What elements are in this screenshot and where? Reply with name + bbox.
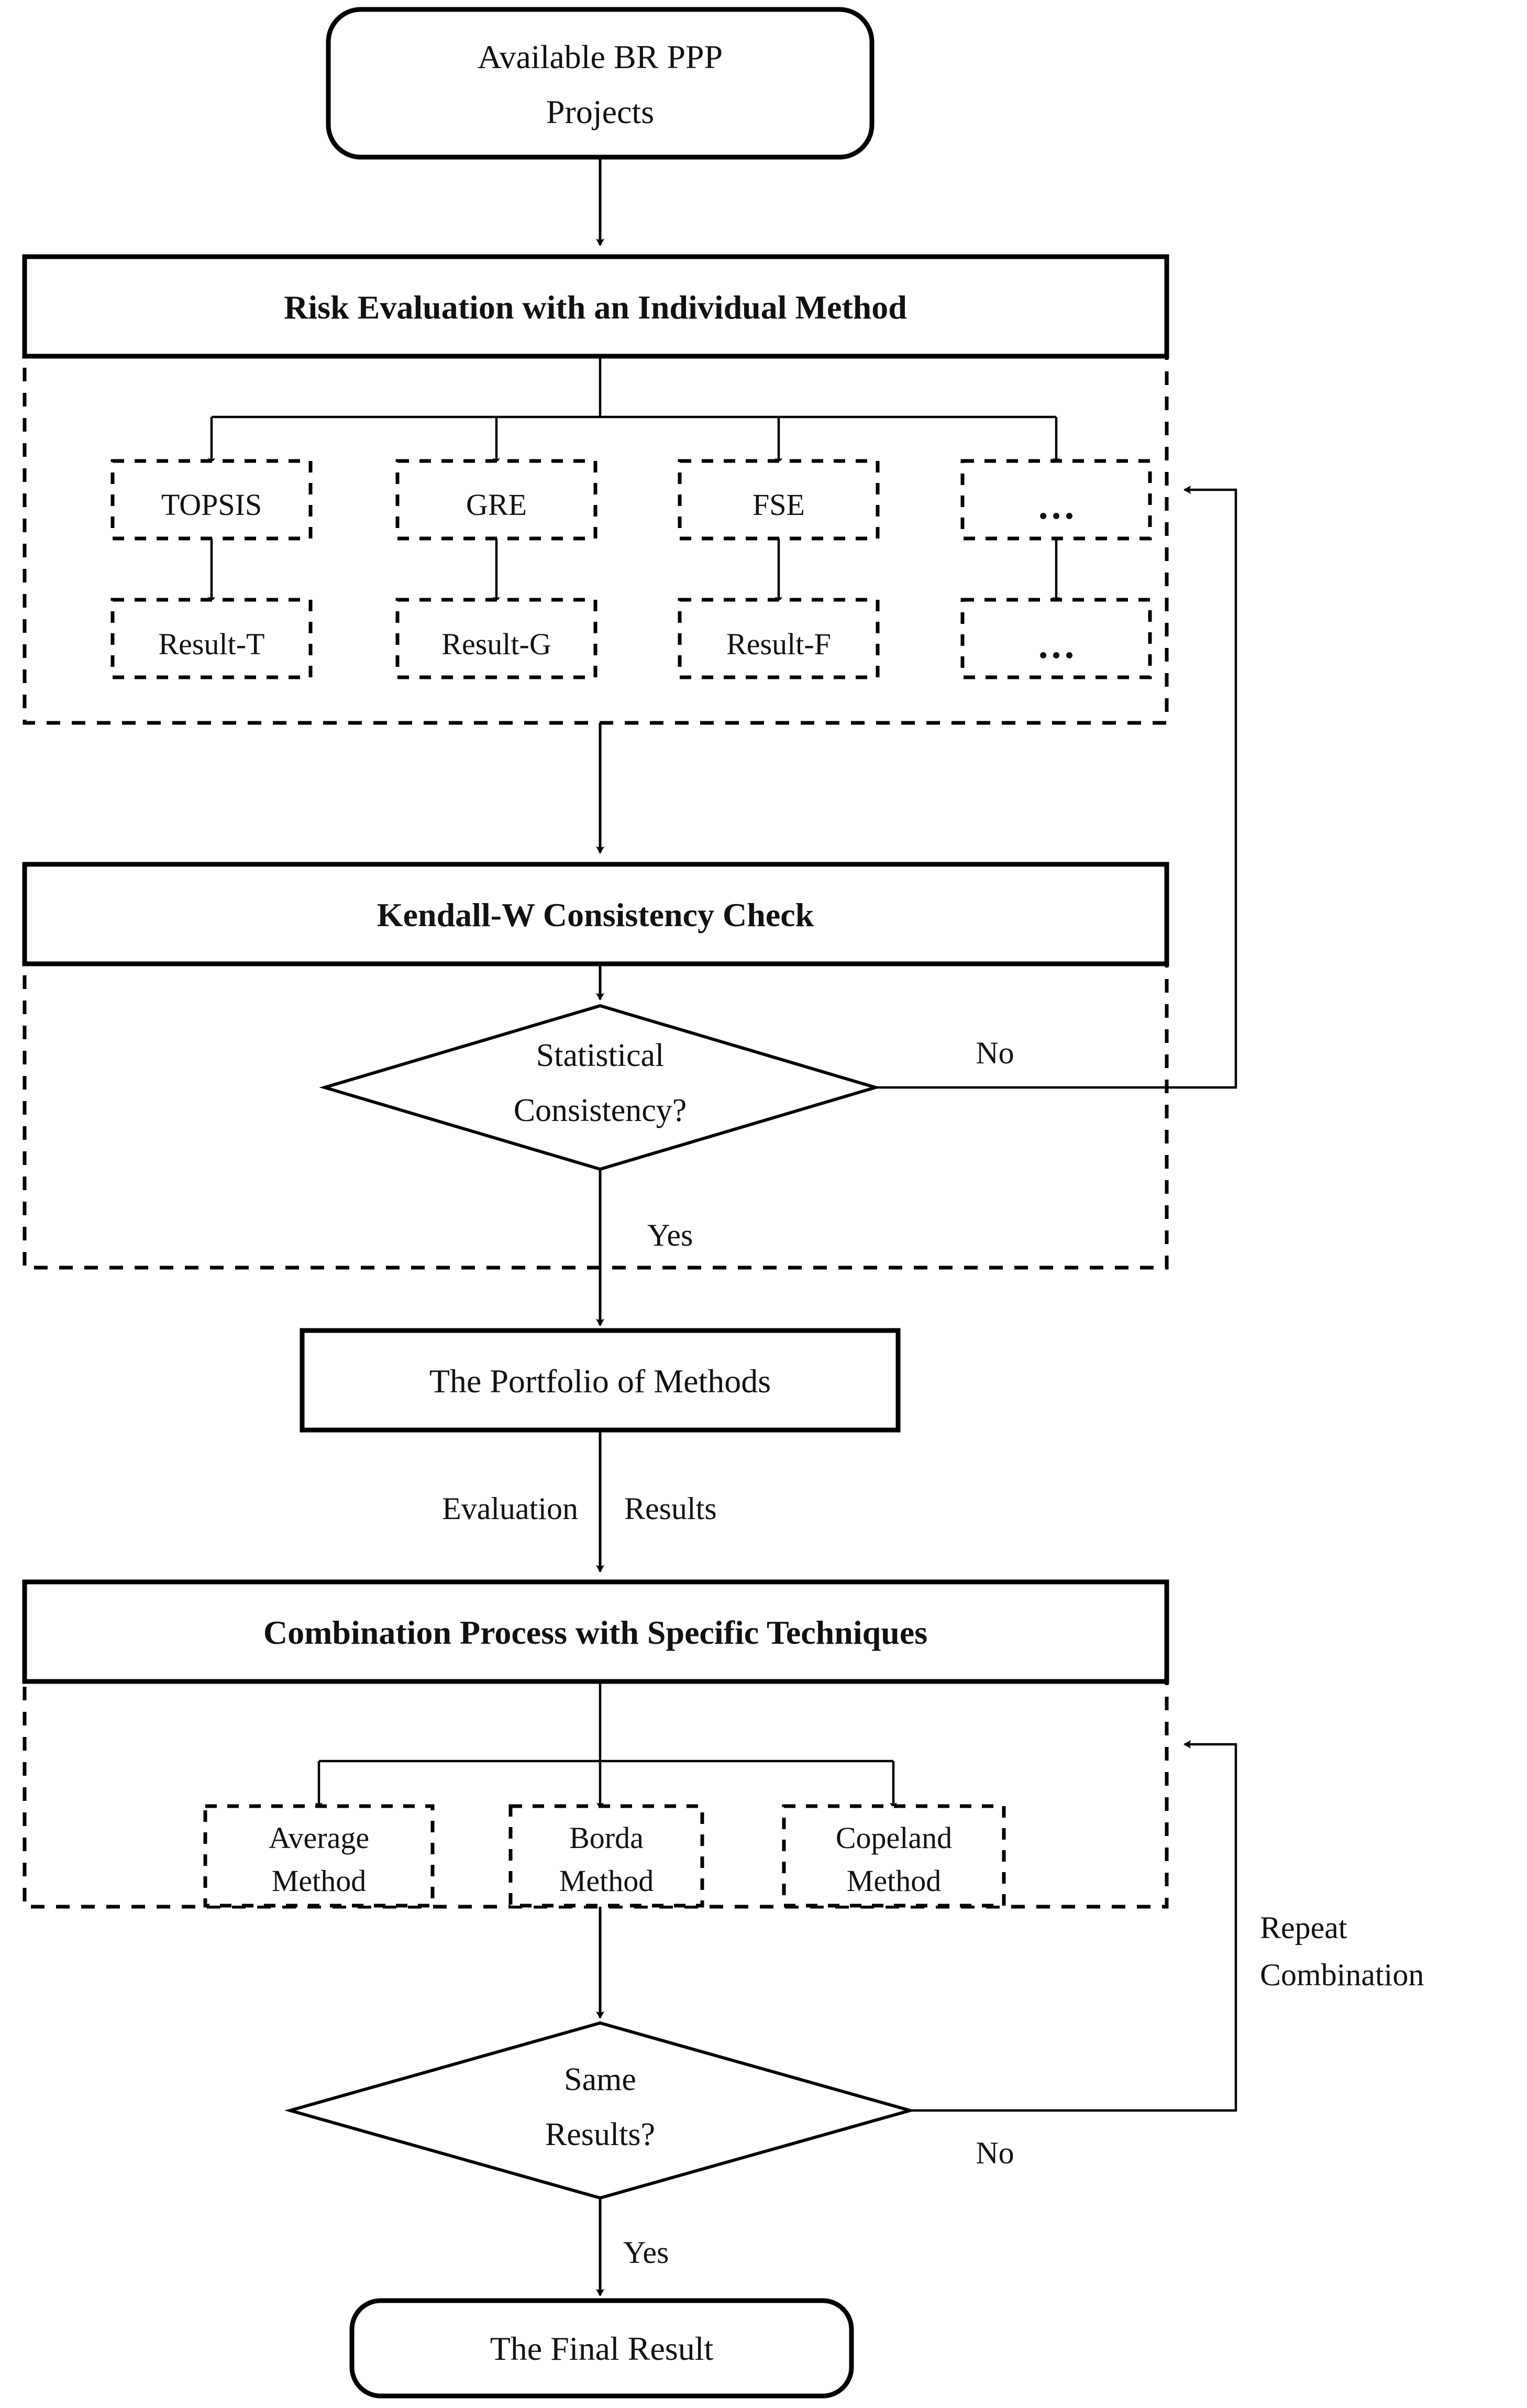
method-box-topsis: TOPSIS — [110, 459, 313, 541]
technique-box-average: Average Method — [203, 1804, 435, 1908]
technique-label-copeland-line1: Copeland — [836, 1821, 952, 1855]
kendall-header-label: Kendall-W Consistency Check — [377, 896, 814, 933]
edge-yes-to-portfolio: Yes — [596, 1169, 693, 1326]
edge-label-repeat-line2: Combination — [1260, 1958, 1424, 1992]
decision1-shape — [319, 1004, 881, 1171]
node-final-result: The Final Result — [349, 2298, 854, 2399]
method-box-more: … — [960, 459, 1152, 541]
technique-box-copeland: Copeland Method — [782, 1804, 1006, 1908]
portfolio-label: The Portfolio of Methods — [429, 1362, 771, 1400]
method-label-topsis: TOPSIS — [161, 488, 262, 522]
method-label-more: … — [1037, 485, 1076, 527]
method-box-fse: FSE — [678, 459, 880, 541]
node-start: Available BR PPP Projects — [326, 7, 875, 160]
decision1-label-line2: Consistency? — [514, 1093, 687, 1128]
result-box-t: Result-T — [110, 598, 313, 679]
technique-label-borda-line1: Borda — [569, 1821, 644, 1855]
edge-methods-to-results — [208, 538, 1060, 603]
decision2-shape — [284, 2021, 916, 2200]
edge-label-results: Results — [624, 1491, 717, 1526]
method-box-gre: GRE — [395, 459, 597, 541]
edge-label-evaluation: Evaluation — [442, 1491, 578, 1526]
edge-fanout-methods — [208, 356, 1060, 465]
combination-header-shape — [22, 1579, 1169, 1684]
edge-label-yes-lower: Yes — [623, 2235, 669, 2270]
edge-yes-to-final: Yes — [596, 2198, 669, 2296]
kendall-header-shape — [22, 862, 1169, 966]
final-label: The Final Result — [490, 2330, 714, 2367]
edge-no-loop-upper: No — [876, 486, 1237, 1089]
group-consistency: Kendall-W Consistency Check — [22, 862, 1169, 1270]
start-label-line1: Available BR PPP — [478, 38, 723, 75]
decision2-label-line1: Same — [564, 2062, 636, 2097]
decision1-label-line1: Statistical — [536, 1038, 665, 1073]
result-label-t: Result-T — [159, 627, 265, 661]
result-box-f: Result-F — [678, 598, 880, 679]
edge-label-repeat-line1: Repeat — [1260, 1910, 1347, 1945]
decision-same-results: Same Results? — [284, 2021, 916, 2200]
edge-fanout-techniques — [315, 1681, 897, 1809]
technique-label-borda-line2: Method — [559, 1864, 654, 1898]
method-label-fse: FSE — [753, 488, 805, 522]
start-label-line2: Projects — [546, 93, 654, 130]
edge-label-no-lower: No — [976, 2136, 1014, 2170]
method-label-gre: GRE — [466, 488, 527, 522]
decision2-label-line2: Results? — [545, 2117, 655, 2152]
node-portfolio: The Portfolio of Methods — [300, 1328, 901, 1433]
result-label-more: … — [1037, 624, 1076, 667]
technique-label-average-line2: Method — [272, 1864, 366, 1898]
final-shape — [349, 2298, 854, 2399]
edge-portfolio-to-combination: Evaluation Results — [442, 1430, 717, 1573]
decision-statistical-consistency: Statistical Consistency? — [319, 1004, 881, 1171]
start-shape — [326, 7, 875, 160]
result-box-g: Result-G — [395, 598, 597, 679]
combination-header-label: Combination Process with Specific Techni… — [263, 1614, 927, 1651]
result-box-more: … — [960, 598, 1152, 679]
result-label-f: Result-F — [726, 627, 831, 661]
individual-header-label: Risk Evaluation with an Individual Metho… — [284, 289, 907, 326]
group-individual-evaluation: Risk Evaluation with an Individual Metho… — [22, 254, 1169, 725]
individual-header-shape — [22, 254, 1169, 359]
consistency-dashed-container — [23, 862, 1169, 1270]
technique-label-average-line1: Average — [269, 1821, 369, 1855]
edge-label-yes-upper: Yes — [647, 1218, 693, 1252]
edge-no-loop-lower: No Repeat Combination — [910, 1740, 1424, 2170]
group-combination: Combination Process with Specific Techni… — [22, 1579, 1169, 1909]
edge-label-no-upper: No — [976, 1036, 1014, 1070]
result-label-g: Result-G — [441, 627, 551, 661]
technique-box-borda: Borda Method — [508, 1804, 704, 1908]
technique-label-copeland-line2: Method — [847, 1864, 941, 1898]
